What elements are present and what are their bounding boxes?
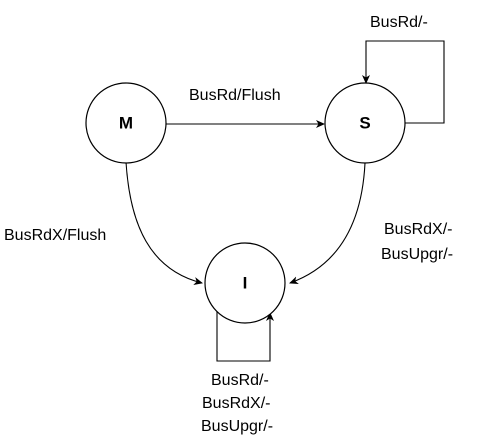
edge-m-to-i-label: BusRdX/Flush	[4, 227, 106, 244]
edge-i-self-loop-label-line-2: BusRdX/-	[202, 395, 270, 412]
state-s-label: S	[359, 114, 370, 133]
edge-i-self-loop-label-line-1: BusRd/-	[211, 372, 269, 389]
state-m: M	[85, 82, 167, 164]
state-i: I	[204, 242, 286, 324]
edge-s-self-loop	[362, 40, 445, 124]
edge-s-self-loop-label: BusRd/-	[370, 14, 428, 31]
state-i-label: I	[243, 274, 248, 293]
edge-s-to-i-label-line-2: BusUpgr/-	[381, 246, 453, 263]
state-m-label: M	[119, 114, 133, 133]
edge-i-self-loop	[216, 308, 274, 362]
edge-s-to-i-label-line-1: BusRdX/-	[384, 221, 452, 238]
edge-m-to-i	[125, 161, 203, 285]
state-s: S	[324, 82, 406, 164]
edge-i-self-loop-label-line-3: BusUpgr/-	[201, 418, 273, 435]
edge-m-to-s-label: BusRd/Flush	[189, 87, 281, 104]
edge-s-to-i	[289, 162, 366, 285]
